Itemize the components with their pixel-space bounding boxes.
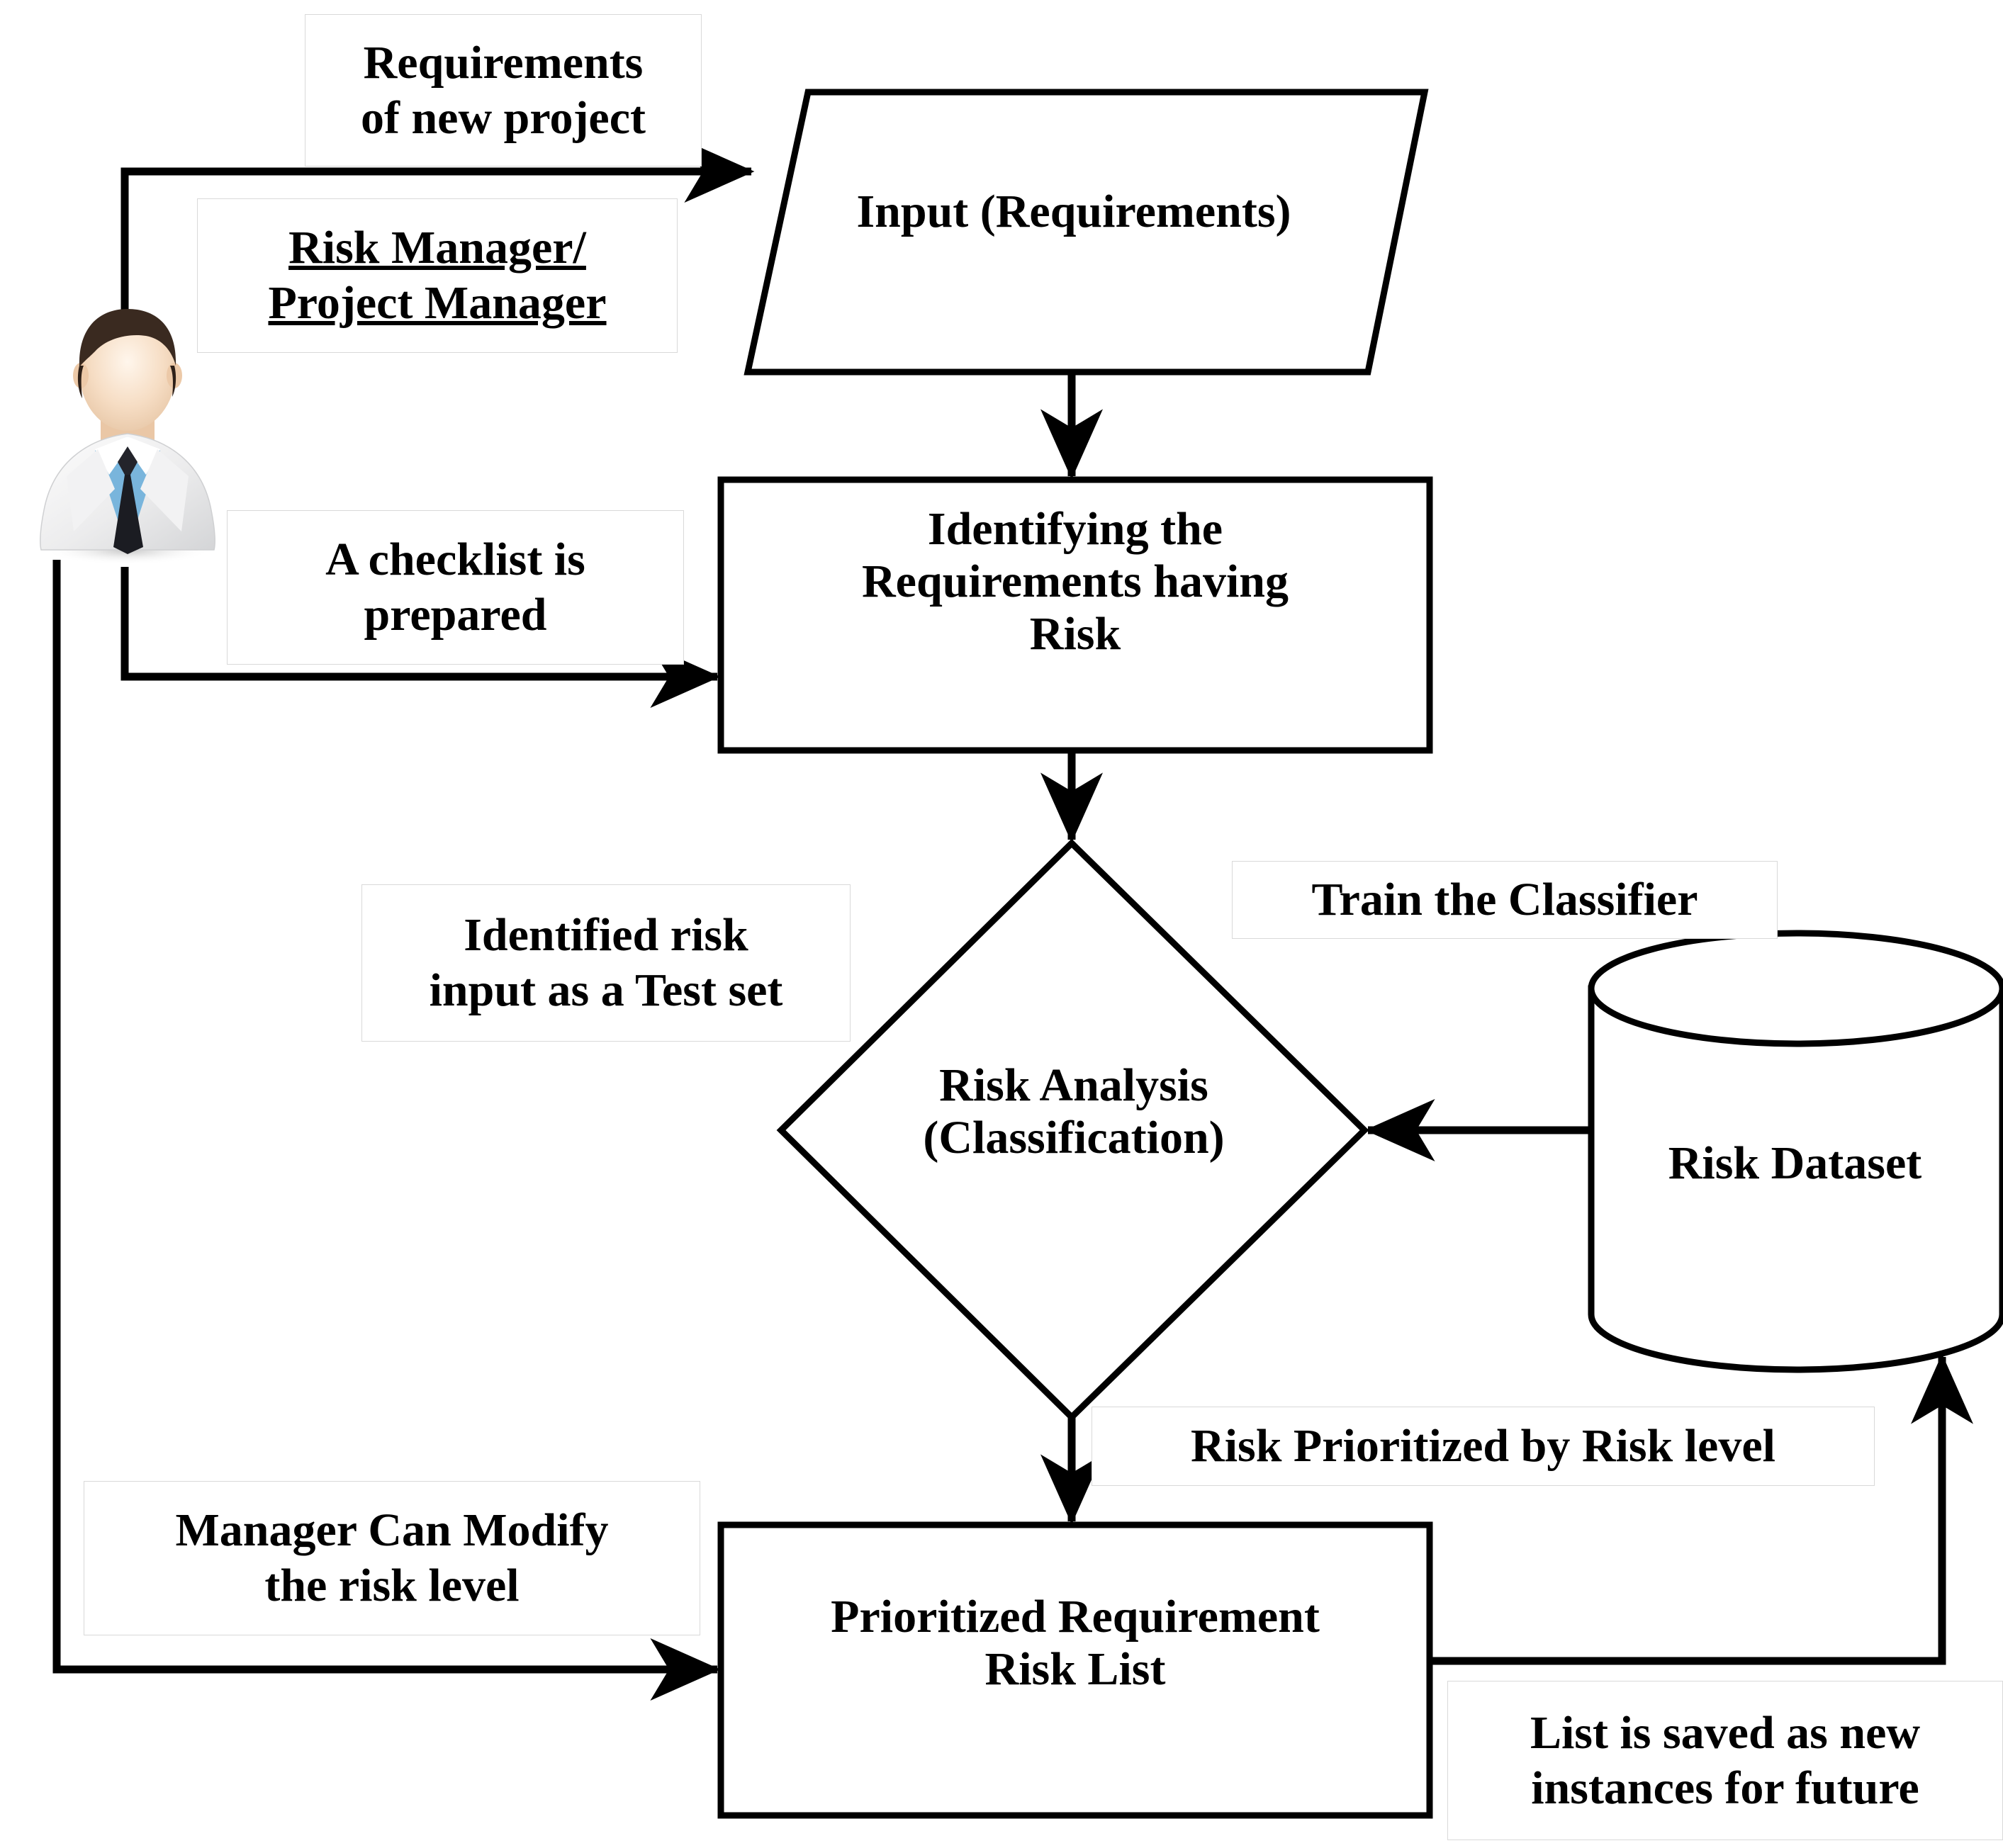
edge-label-a-checklist-is-prepared: A checklist is prepared <box>227 510 684 665</box>
node-dataset-shape[interactable] <box>1588 930 2003 1373</box>
risk-manager-avatar[interactable] <box>21 298 234 570</box>
edge-label-manager-can-modify-the-risk-level: Manager Can Modify the risk level <box>84 1481 700 1635</box>
edge-label-text: List is saved as new instances for futur… <box>1530 1706 1921 1814</box>
node-identify-shape[interactable] <box>717 476 1433 754</box>
connector-output-to-actor <box>52 560 721 1701</box>
edge-label-text: Identified risk input as a Test set <box>429 909 783 1016</box>
edge-label-risk-manager-project-manager: Risk Manager/ Project Manager <box>197 198 678 353</box>
node-input-shape[interactable] <box>744 89 1429 376</box>
edge-label-list-is-saved-as-new-instances-for-future: List is saved as new instances for futur… <box>1447 1681 2003 1840</box>
edge-label-text: A checklist is prepared <box>325 534 585 641</box>
avatar-svg <box>40 309 215 565</box>
node-output-shape[interactable] <box>717 1521 1433 1819</box>
edge-label-text: Train the Classifier <box>1311 874 1698 926</box>
connector-actor-to-input <box>120 140 755 322</box>
connector-actor-to-identify <box>120 567 721 708</box>
edge-label-text: Risk Manager/ Project Manager <box>268 222 607 329</box>
edge-label-risk-prioritized-by-risk-level: Risk Prioritized by Risk level <box>1092 1407 1875 1486</box>
edge-label-train-the-classifier: Train the Classifier <box>1232 861 1778 939</box>
edge-label-text: Risk Prioritized by Risk level <box>1191 1420 1775 1472</box>
connector-output-to-dataset <box>1430 1353 1973 1665</box>
edge-label-requirements-of-new-project: Requirements of new project <box>305 14 702 167</box>
edge-label-text: Requirements of new project <box>361 36 646 144</box>
edge-label-identified-risk-input-as-a-test-set: Identified risk input as a Test set <box>361 884 851 1042</box>
edge-label-text: Manager Can Modify the risk level <box>175 1504 609 1611</box>
